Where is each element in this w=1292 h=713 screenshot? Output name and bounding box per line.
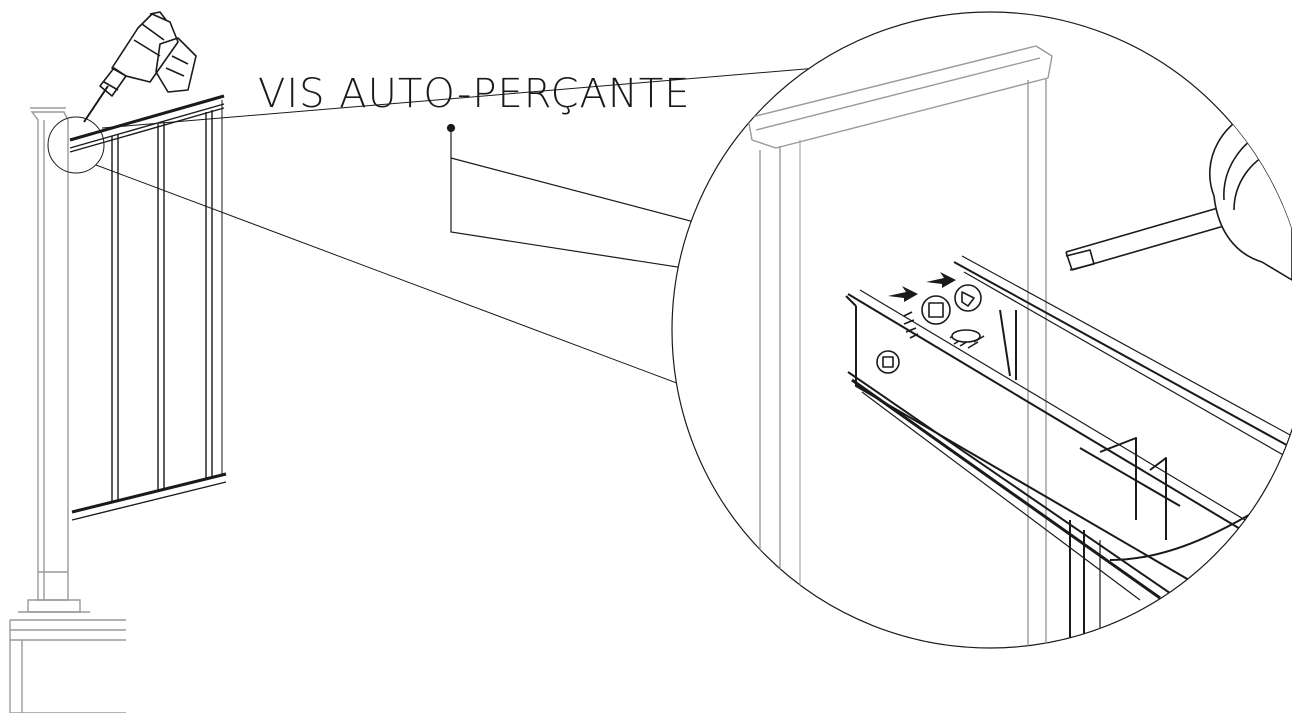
railing-post <box>9 107 126 713</box>
screw-icon <box>876 284 985 374</box>
drill-icon <box>83 11 197 123</box>
magnifier-lines <box>95 59 913 389</box>
zoom-rail <box>845 255 1292 648</box>
top-rail <box>69 94 225 153</box>
callout-label-self-drilling-screw: VIS AUTO-PERÇANTE <box>258 71 691 117</box>
balusters <box>111 100 223 502</box>
detail-circle-small <box>47 116 105 174</box>
railing-overview <box>9 94 227 713</box>
detail-circle-large <box>671 11 1292 649</box>
bottom-rail <box>71 472 227 521</box>
motion-arrows <box>888 272 956 302</box>
